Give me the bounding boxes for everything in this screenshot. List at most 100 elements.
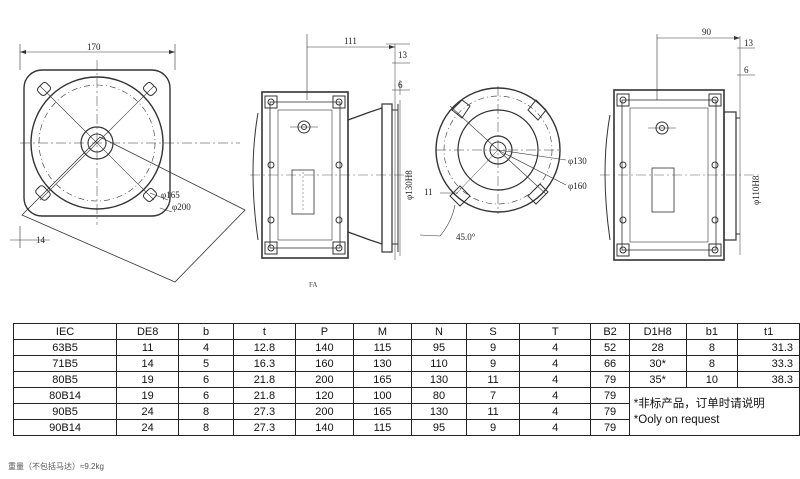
dim-11: 11 [424,187,433,197]
cell-b2: 79 [590,403,630,420]
cell-n: 95 [410,419,468,436]
header-n: N [410,323,468,340]
cell-m: 165 [352,403,412,420]
order-note-en: *Ooly on request [633,413,720,426]
dim-6-right: 6 [744,65,749,75]
cell-p: 140 [294,419,354,436]
cell-m: 115 [352,339,412,356]
dim-phi165: φ165 [161,190,180,200]
header-p: P [294,323,354,340]
spec-table: IEC DE8 b t P M N S T B2 D1H8 b1 t1 63B5… [12,323,800,436]
dim-6-left: 6 [398,80,403,90]
cell-n: 130 [410,403,468,420]
cell-s: 9 [466,339,521,356]
header-b: b [178,323,234,340]
cell-m: 100 [352,387,412,404]
dim-phi110h8: φ110H8 [751,175,761,205]
header-m: M [352,323,412,340]
cell-d1h8: 35* [628,371,687,388]
cell-t: 27.3 [232,419,296,436]
cell-de8: 24 [116,419,180,436]
cell-p: 200 [294,403,354,420]
cell-s: 9 [466,419,521,436]
cell-b2: 52 [590,339,630,356]
cell-b1: 8 [685,339,739,356]
cell-de8: 19 [116,371,180,388]
cell-b2: 79 [590,419,630,436]
cell-t1: 38.3 [737,371,800,388]
table-row: 63B5 11 4 12.8 140 115 95 9 4 52 28 8 31… [12,339,800,356]
cell-n: 80 [410,387,468,404]
cell-de8: 14 [116,355,180,372]
table-row: 80B14 19 6 21.8 120 100 80 7 4 79 *非标产品，… [12,387,800,436]
technical-drawings: 170 111 13 6 90 13 6 φ165 φ200 14 φ130H8… [10,27,761,289]
cell-p: 160 [294,355,354,372]
round-flange-view [419,86,567,237]
cell-b: 8 [178,403,234,420]
cell-de8: 24 [116,403,180,420]
cell-d1h8: 30* [628,355,687,372]
flange-front-view [10,44,246,283]
cell-iec: 80B14 [12,387,118,404]
cell-t-cap: 4 [519,419,592,436]
header-t: t [232,323,296,340]
cell-s: 11 [466,403,521,420]
cell-m: 165 [352,371,412,388]
table-row: 90B14 24 8 27.3 140 115 95 9 4 79 [12,419,800,436]
dim-phi160: φ160 [568,181,587,191]
cell-b: 5 [178,355,234,372]
table-row: 80B5 19 6 21.8 200 165 130 11 4 79 35* 1… [12,371,800,388]
cell-p: 200 [294,371,354,388]
header-b2: B2 [590,323,630,340]
dim-90: 90 [702,27,712,37]
cell-t-cap: 4 [519,403,592,420]
dim-14: 14 [36,235,46,245]
cell-p: 120 [294,387,354,404]
header-t1: t1 [737,323,800,340]
header-s: S [466,323,521,340]
header-d1h8: D1H8 [628,323,687,340]
dim-13-right: 13 [744,38,754,48]
cell-b: 6 [178,387,234,404]
table-header-row: IEC DE8 b t P M N S T B2 D1H8 b1 t1 [12,323,800,340]
cell-s: 9 [466,355,521,372]
cell-d1h8: 28 [628,339,687,356]
cell-iec: 90B14 [12,419,118,436]
cell-de8: 11 [116,339,180,356]
cell-b2: 66 [590,355,630,372]
cell-t-cap: 4 [519,355,592,372]
cell-iec: 90B5 [12,403,118,420]
cell-t: 21.8 [232,387,296,404]
side-view-shaft [600,34,760,261]
cell-iec: 71B5 [12,355,118,372]
cell-t: 16.3 [232,355,296,372]
cell-b2: 79 [590,371,630,388]
header-iec: IEC [12,323,118,340]
table-row: 71B5 14 5 16.3 160 130 110 9 4 66 30* 8 … [12,355,800,372]
cell-n: 110 [410,355,468,372]
view-label-fa: FA [309,281,317,289]
dim-111: 111 [344,36,357,46]
cell-iec: 63B5 [12,339,118,356]
cell-b2: 79 [590,387,630,404]
cell-p: 140 [294,339,354,356]
cell-t-cap: 4 [519,339,592,356]
cell-n: 95 [410,339,468,356]
cell-b: 8 [178,419,234,436]
cell-b1: 10 [685,371,739,388]
dim-170: 170 [87,42,101,52]
cell-m: 130 [352,355,412,372]
dim-phi200: φ200 [172,202,191,212]
dim-phi130: φ130 [568,156,587,166]
cell-n: 130 [410,371,468,388]
header-b1: b1 [685,323,739,340]
cell-iec: 80B5 [12,371,118,388]
cell-de8: 19 [116,387,180,404]
dim-13-left: 13 [398,50,408,60]
order-note: *非标产品，订单时请说明 *Ooly on request [628,387,800,436]
cell-t-cap: 4 [519,371,592,388]
cell-b: 4 [178,339,234,356]
header-t-cap: T [519,323,592,340]
weight-note: 重量（不包括马达）≈9.2kg [8,462,104,471]
cell-t: 21.8 [232,371,296,388]
